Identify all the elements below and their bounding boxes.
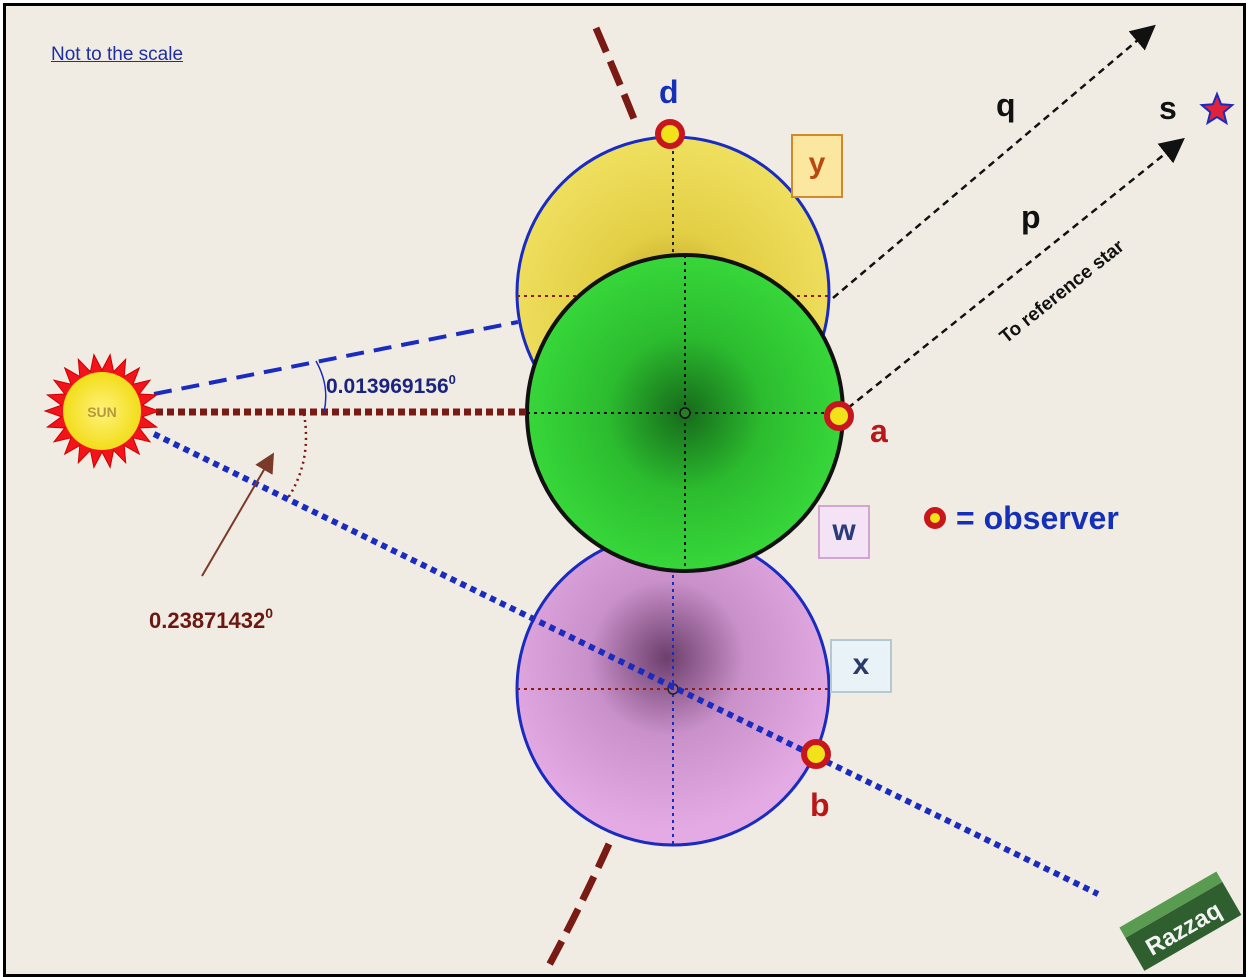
label-q: q xyxy=(996,87,1016,123)
angle-arc-small xyxy=(315,360,327,413)
box-label-x: x xyxy=(830,639,892,693)
label-d: d xyxy=(659,74,679,110)
diagram-canvas: SUN d a b q p s 0.0139691560 0.238714320… xyxy=(3,3,1246,977)
label-b: b xyxy=(810,787,830,823)
angle-pointer-arrow xyxy=(201,452,275,577)
label-p: p xyxy=(1021,199,1041,235)
angle-large-value: 0.238714320 xyxy=(149,605,273,633)
sun-label: SUN xyxy=(87,404,117,420)
observer-legend: = observer xyxy=(924,496,1119,540)
orbit-diagram: SUN d a b q p s 0.0139691560 0.238714320… xyxy=(43,24,1242,973)
angle-small-value: 0.0139691560 xyxy=(326,372,456,398)
watermark-logo: Razzaq xyxy=(1119,871,1242,971)
angle-arc-large xyxy=(286,413,308,499)
not-to-scale-link[interactable]: Not to the scale xyxy=(51,44,184,65)
orbit-track-top xyxy=(592,26,640,126)
arrow-p xyxy=(847,137,1185,409)
box-label-w: w xyxy=(818,505,870,559)
label-s: s xyxy=(1159,90,1177,126)
orbit-track-bottom xyxy=(542,842,613,973)
observer-marker-d xyxy=(655,119,685,149)
body-position-x xyxy=(515,531,831,847)
box-label-y: y xyxy=(791,134,843,198)
sun: SUN xyxy=(43,353,161,469)
body-position-w xyxy=(525,253,845,573)
arrow-q xyxy=(832,24,1156,299)
observer-marker-b xyxy=(801,739,831,769)
sun-line-upper xyxy=(153,320,519,396)
reference-star-icon xyxy=(1199,91,1235,126)
legend-text: = observer xyxy=(956,499,1119,536)
label-a: a xyxy=(870,413,888,449)
observer-icon xyxy=(924,507,946,529)
observer-marker-a xyxy=(824,401,854,431)
reference-star-text: To reference star xyxy=(996,236,1129,348)
